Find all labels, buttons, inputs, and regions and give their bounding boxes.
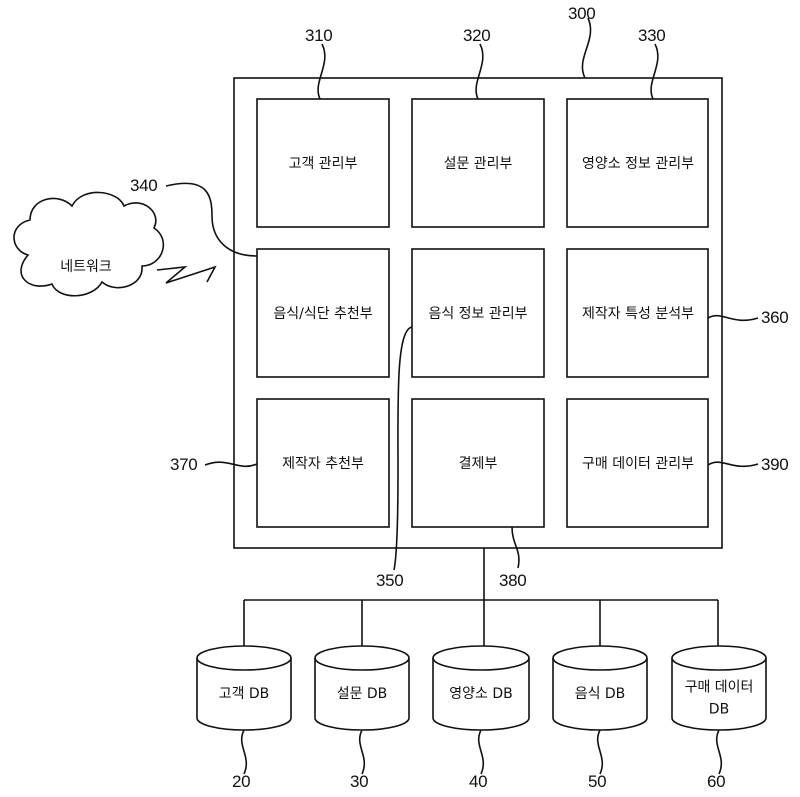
network-label: 네트워크	[60, 259, 112, 275]
ref-label-db-40: 40	[469, 772, 488, 791]
module-label-food-info: 음식 정보 관리부	[428, 306, 528, 322]
leader-60	[715, 729, 723, 775]
leader-20	[240, 729, 248, 775]
module-box-nutrient	[566, 98, 709, 228]
db-label-food: 음식 DB	[574, 686, 626, 703]
leader-380	[511, 526, 520, 569]
module-box-food-recommend	[256, 248, 390, 378]
leader-360	[707, 314, 759, 322]
ref-label-system: 300	[568, 4, 596, 23]
module-label-nutrient: 영양소 정보 관리부	[582, 156, 694, 172]
leader-390	[707, 461, 759, 468]
network-cloud-shape	[13, 191, 165, 297]
ref-label-310: 310	[305, 26, 333, 45]
db-label-nutrient: 영양소 DB	[449, 686, 513, 703]
leader-300	[581, 17, 592, 79]
ref-label-340: 340	[130, 176, 158, 195]
ref-label-db-50: 50	[588, 772, 607, 791]
ref-label-db-20: 20	[232, 772, 251, 791]
module-label-customer: 고객 관리부	[288, 156, 358, 172]
module-box-maker-analysis	[566, 248, 709, 378]
module-box-customer	[256, 98, 390, 228]
ref-label-390: 390	[761, 455, 789, 474]
leader-330	[650, 43, 659, 100]
leader-310	[317, 43, 326, 100]
ref-label-330: 330	[638, 26, 666, 45]
ref-label-380: 380	[499, 571, 527, 590]
module-box-food-info	[411, 248, 545, 378]
ref-label-350: 350	[376, 571, 404, 590]
ref-label-db-30: 30	[350, 772, 369, 791]
module-label-survey: 설문 관리부	[443, 156, 513, 172]
leader-320	[475, 43, 484, 100]
module-box-purchase-data	[566, 398, 709, 528]
db-label-purchase: 구매 데이터 DB	[685, 677, 754, 720]
ref-label-db-60: 60	[707, 772, 726, 791]
leader-50	[596, 729, 604, 775]
network-link	[156, 265, 217, 284]
db-label-survey: 설문 DB	[336, 686, 388, 703]
ref-label-360: 360	[761, 308, 789, 327]
module-label-purchase-data: 구매 데이터 관리부	[582, 456, 694, 472]
module-box-maker-recommend	[256, 398, 390, 528]
module-label-food-recommend: 음식/식단 추천부	[273, 306, 373, 322]
leader-30	[358, 729, 366, 775]
module-label-maker-recommend: 제작자 추천부	[282, 456, 364, 472]
leader-370	[204, 461, 258, 468]
module-box-payment	[411, 398, 545, 528]
module-label-payment: 결제부	[458, 456, 498, 472]
leader-350	[393, 326, 413, 571]
leader-40	[477, 729, 485, 775]
ref-label-320: 320	[463, 26, 491, 45]
db-label-purchase-line2: DB	[708, 701, 730, 717]
db-cylinder-nutrient	[432, 645, 530, 731]
module-label-maker-analysis: 제작자 특성 분석부	[582, 306, 694, 322]
db-label-customer: 고객 DB	[218, 686, 270, 703]
ref-label-370: 370	[170, 455, 198, 474]
leader-340	[165, 182, 258, 257]
db-label-purchase-line1: 구매 데이터	[684, 679, 754, 696]
